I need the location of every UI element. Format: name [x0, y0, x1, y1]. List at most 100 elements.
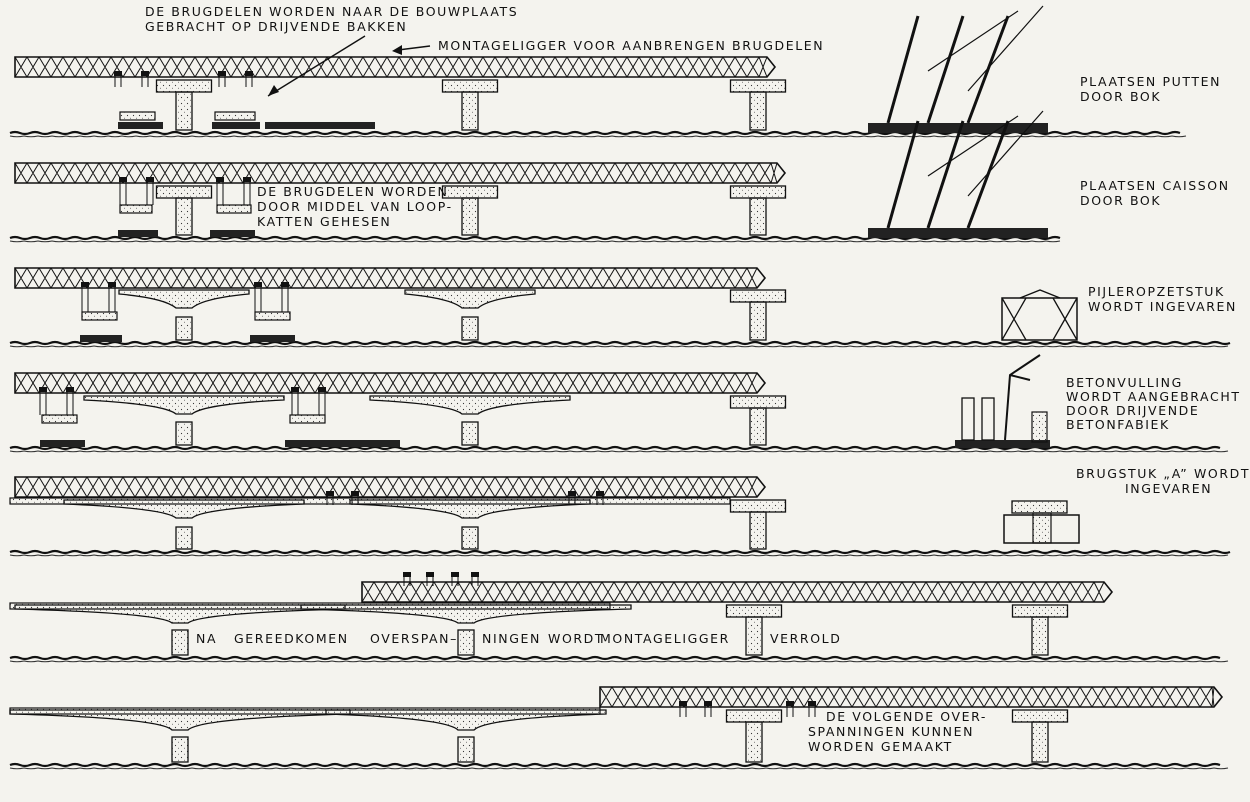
pier-cap [729, 79, 787, 93]
stage-3-label-line-2: WORDT INGEVAREN [1088, 299, 1237, 314]
trolley-hoist [471, 572, 479, 586]
pier-cap [729, 289, 787, 303]
bridge-cantilever [9, 709, 351, 731]
trolley-hoist [216, 177, 224, 205]
pier-column [175, 197, 193, 236]
barge [118, 122, 163, 129]
trolley-hoist [245, 71, 253, 87]
water-ripple [9, 554, 1229, 557]
bridge-segment [214, 111, 256, 121]
pier [729, 185, 787, 236]
stage-3-label-line-1: PIJLEROPZETSTUK [1088, 284, 1225, 299]
pier [461, 526, 479, 550]
pier-column [1031, 616, 1049, 656]
water-line [9, 235, 1061, 241]
barge [212, 122, 260, 129]
trolley-hoist [218, 71, 226, 87]
stage-4-label-line-1: BETONVULLING [1066, 375, 1183, 390]
floating-crane [868, 110, 1048, 238]
pier-column [749, 197, 767, 236]
water-ripple [9, 135, 1187, 138]
water-ripple [9, 767, 1229, 770]
pier-column [1031, 721, 1049, 763]
water-ripple [9, 450, 1229, 453]
stage-6-label: NA GEREEDKOMEN OVERSPAN– NINGEN WORDT MO… [196, 631, 841, 646]
trolley-hoist [403, 572, 411, 586]
girder-bracing [361, 581, 1105, 603]
trolley-hoist [318, 387, 326, 415]
crane-booms [886, 15, 1010, 124]
bridge-segment [41, 414, 78, 424]
stage-5-label-line-2: INGEVAREN [1125, 481, 1212, 496]
pier-cap [725, 709, 783, 723]
stage-1-label-line-1: PLAATSEN PUTTEN [1080, 74, 1221, 89]
pier-cap [441, 79, 499, 93]
trolley-hoist [119, 177, 127, 205]
pier [729, 499, 787, 550]
trolley-hoist [146, 177, 154, 205]
pier-column [175, 421, 193, 446]
stage-7-inline-line-2: SPANNINGEN KUNNEN [808, 724, 974, 739]
launching-girder [361, 581, 1114, 603]
pier [155, 79, 213, 131]
title-label: DE BRUGDELEN WORDEN NAAR DE BOUWPLAATS G… [145, 4, 517, 97]
pier-cap [725, 604, 783, 618]
stage-7-inline-line-3: WORDEN GEMAAKT [808, 739, 953, 754]
pier-cap [729, 185, 787, 199]
bridge-cantilever [14, 604, 346, 624]
girder-outline [14, 372, 767, 394]
trolley-hoist [141, 71, 149, 87]
barge [118, 230, 158, 237]
stage-4-label-line-3: DOOR DRIJVENDE [1066, 403, 1199, 418]
pier [175, 526, 193, 550]
bridge-segment [119, 204, 153, 214]
water-ripple [9, 345, 1229, 348]
bridge-cantilever [63, 499, 305, 519]
trolley-hoist [281, 282, 289, 312]
stage-6-word-7: VERROLD [770, 631, 841, 646]
stage-7 [9, 686, 1229, 770]
pier-column [461, 197, 479, 236]
pier-cap [155, 185, 213, 199]
stage-6 [9, 572, 1229, 663]
trolley-hoist [786, 701, 794, 717]
pier [171, 629, 189, 656]
pier [729, 289, 787, 341]
cantilever-body [404, 289, 536, 309]
pier [457, 736, 475, 763]
stage-2 [9, 110, 1061, 243]
pier [175, 316, 193, 341]
launching-girder [14, 162, 787, 184]
girder-bracing [14, 476, 758, 498]
trolley-hoist [326, 491, 334, 505]
bridge-cantilever [118, 289, 250, 309]
girder-outline [361, 581, 1114, 603]
pier-cap [155, 79, 213, 93]
pier-topping-unit [1001, 289, 1078, 341]
cantilever-body [325, 709, 607, 731]
cantilever-body [63, 499, 305, 519]
pier [461, 316, 479, 341]
trolley-hoist [679, 701, 687, 717]
girder-outline [599, 686, 1224, 708]
pier-column [745, 616, 763, 656]
pier [171, 736, 189, 763]
pier [725, 604, 783, 656]
girder-label: MONTAGELIGGER VOOR AANBRENGEN BRUGDELEN [392, 38, 823, 55]
pier-column [461, 316, 479, 341]
pier-column [171, 736, 189, 763]
crane-pontoon [868, 123, 1048, 133]
pier [729, 79, 787, 131]
stage-6-word-5: WORDT [548, 631, 604, 646]
pier-cap [1011, 709, 1069, 723]
cantilever-body [118, 289, 250, 309]
bridge-cantilever [83, 395, 285, 415]
water-ripple [9, 660, 1229, 663]
trolley-hoist [808, 701, 816, 717]
cantilever-body [349, 499, 591, 519]
trolley-hoist [568, 491, 576, 505]
trolley-hoist [291, 387, 299, 415]
bridge-cantilever [300, 604, 632, 624]
pier-column [749, 301, 767, 341]
pier-column [749, 91, 767, 131]
